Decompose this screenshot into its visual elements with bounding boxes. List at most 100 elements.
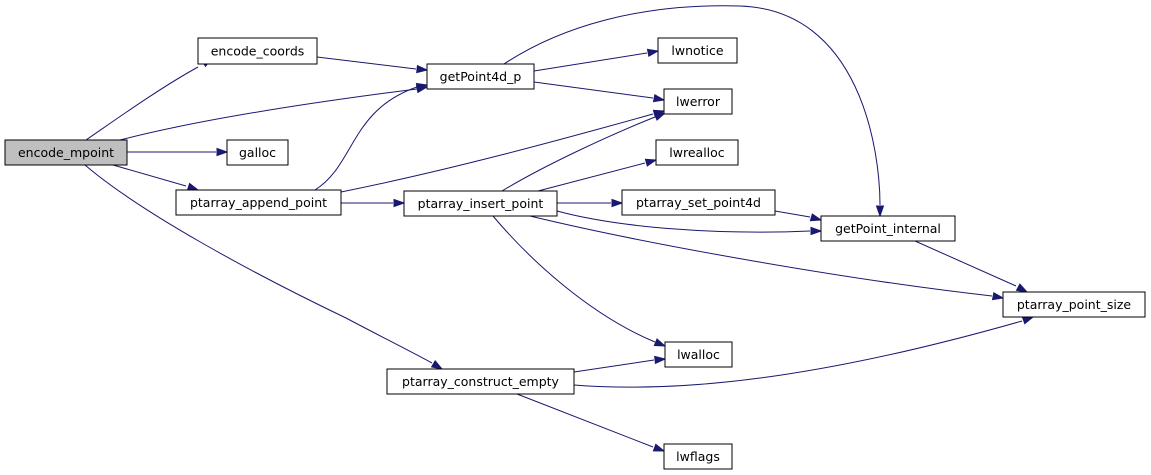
node-label: getPoint_internal	[835, 221, 941, 236]
node-galloc[interactable]: galloc	[226, 139, 289, 166]
arrowhead	[216, 147, 229, 157]
edge-line	[119, 88, 418, 141]
arrowhead	[809, 213, 823, 222]
edge-ptarray_append_point-to-ptarray_insert_point	[341, 198, 406, 208]
node-box[interactable]	[226, 139, 289, 166]
node-box[interactable]	[657, 37, 738, 64]
arrowhead	[1015, 283, 1029, 293]
node-label: ptarray_append_point	[190, 195, 327, 210]
edge-line	[529, 215, 993, 297]
edge-line	[316, 56, 417, 70]
node-box[interactable]	[197, 37, 318, 65]
edge-line	[314, 86, 418, 191]
node-box[interactable]	[820, 215, 956, 242]
node-ptarray_append_point[interactable]: ptarray_append_point	[175, 189, 342, 216]
node-lwalloc[interactable]: lwalloc	[664, 341, 733, 368]
node-label: getPoint4d_p	[440, 69, 522, 84]
node-box[interactable]	[426, 63, 535, 90]
edge-line	[340, 113, 654, 193]
edge-line	[112, 164, 187, 187]
edge-getPoint4d_p-to-lwerror	[533, 81, 666, 103]
edge-ptarray_construct_empty-to-lwflags	[516, 393, 666, 452]
edge-line	[492, 215, 656, 343]
node-box[interactable]	[1002, 291, 1146, 318]
edge-line	[573, 320, 1023, 388]
edge-line	[774, 210, 811, 218]
node-box[interactable]	[386, 368, 575, 395]
node-lwflags[interactable]: lwflags	[663, 443, 733, 470]
node-ptarray_insert_point[interactable]: ptarray_insert_point	[403, 190, 558, 217]
edge-ptarray_append_point-to-lwerror	[340, 109, 666, 193]
node-getPoint_internal[interactable]: getPoint_internal	[820, 215, 956, 242]
edge-line	[914, 240, 1017, 287]
arrowhead	[1021, 316, 1035, 325]
arrowhead	[646, 48, 660, 57]
node-label: ptarray_point_size	[1017, 297, 1132, 312]
node-box[interactable]	[663, 443, 733, 470]
edge-encode_mpoint-to-ptarray_append_point	[112, 164, 200, 191]
edge-layer	[84, 5, 1035, 452]
edge-getPoint4d_p-to-getPoint_internal	[503, 5, 885, 218]
node-box[interactable]	[175, 189, 342, 216]
node-lwerror[interactable]: lwerror	[663, 88, 733, 115]
edge-getPoint_internal-to-ptarray_point_size	[914, 240, 1029, 293]
edge-line	[503, 5, 881, 206]
arrowhead	[644, 158, 658, 167]
node-box[interactable]	[663, 88, 733, 115]
arrowhead	[654, 355, 667, 365]
arrowhead	[415, 82, 429, 92]
node-ptarray_set_point4d[interactable]: ptarray_set_point4d	[621, 189, 776, 216]
edge-encode_mpoint-to-getPoint4d_p	[119, 84, 429, 141]
node-label: lwrealloc	[669, 145, 725, 160]
arrowhead	[653, 112, 667, 121]
edge-line	[501, 116, 656, 192]
edge-line	[537, 162, 646, 192]
edge-line	[85, 66, 199, 141]
arrowhead	[652, 443, 666, 452]
node-label: lwnotice	[671, 43, 724, 58]
edge-ptarray_insert_point-to-lwalloc	[492, 215, 667, 347]
node-lwrealloc[interactable]: lwrealloc	[655, 139, 739, 166]
node-encode_mpoint: encode_mpoint	[4, 139, 128, 166]
node-label: ptarray_construct_empty	[402, 374, 560, 389]
arrowhead	[810, 226, 823, 236]
node-encode_coords[interactable]: encode_coords	[197, 37, 318, 65]
node-label: galloc	[239, 145, 276, 160]
edge-ptarray_insert_point-to-ptarray_set_point4d	[557, 198, 624, 208]
arrowhead	[416, 64, 429, 74]
edge-encode_mpoint-to-ptarray_construct_empty	[84, 164, 444, 370]
node-box[interactable]	[655, 139, 739, 166]
edge-encode_mpoint-to-encode_coords	[85, 57, 214, 141]
node-box[interactable]	[403, 190, 558, 217]
node-label: lwalloc	[677, 347, 720, 362]
edge-ptarray_append_point-to-getPoint4d_p	[314, 82, 429, 191]
node-label: encode_mpoint	[18, 145, 114, 160]
node-lwnotice[interactable]: lwnotice	[657, 37, 738, 64]
arrowhead	[991, 292, 1005, 301]
node-label: lwerror	[676, 94, 721, 109]
edge-ptarray_construct_empty-to-lwalloc	[573, 355, 667, 373]
node-label: lwflags	[676, 449, 720, 464]
edge-line	[556, 210, 811, 233]
edge-ptarray_insert_point-to-ptarray_point_size	[529, 215, 1005, 301]
edge-ptarray_construct_empty-to-ptarray_point_size	[573, 316, 1035, 388]
node-label: encode_coords	[211, 44, 305, 59]
edge-ptarray_insert_point-to-getPoint_internal	[556, 210, 823, 236]
node-label: ptarray_set_point4d	[636, 195, 761, 210]
edge-line	[516, 393, 654, 448]
arrowhead	[186, 182, 200, 191]
edge-ptarray_insert_point-to-lwerror	[501, 112, 667, 192]
edge-line	[533, 52, 648, 72]
node-getPoint4d_p[interactable]: getPoint4d_p	[426, 63, 535, 90]
node-box[interactable]	[664, 341, 733, 368]
node-box[interactable]	[621, 189, 776, 216]
arrowhead	[430, 360, 444, 370]
node-ptarray_point_size[interactable]: ptarray_point_size	[1002, 291, 1146, 318]
node-ptarray_construct_empty[interactable]: ptarray_construct_empty	[386, 368, 575, 395]
edge-line	[84, 164, 433, 364]
edge-encode_coords-to-getPoint4d_p	[316, 56, 429, 74]
edge-ptarray_set_point4d-to-getPoint_internal	[774, 210, 823, 222]
arrowhead	[653, 338, 667, 347]
